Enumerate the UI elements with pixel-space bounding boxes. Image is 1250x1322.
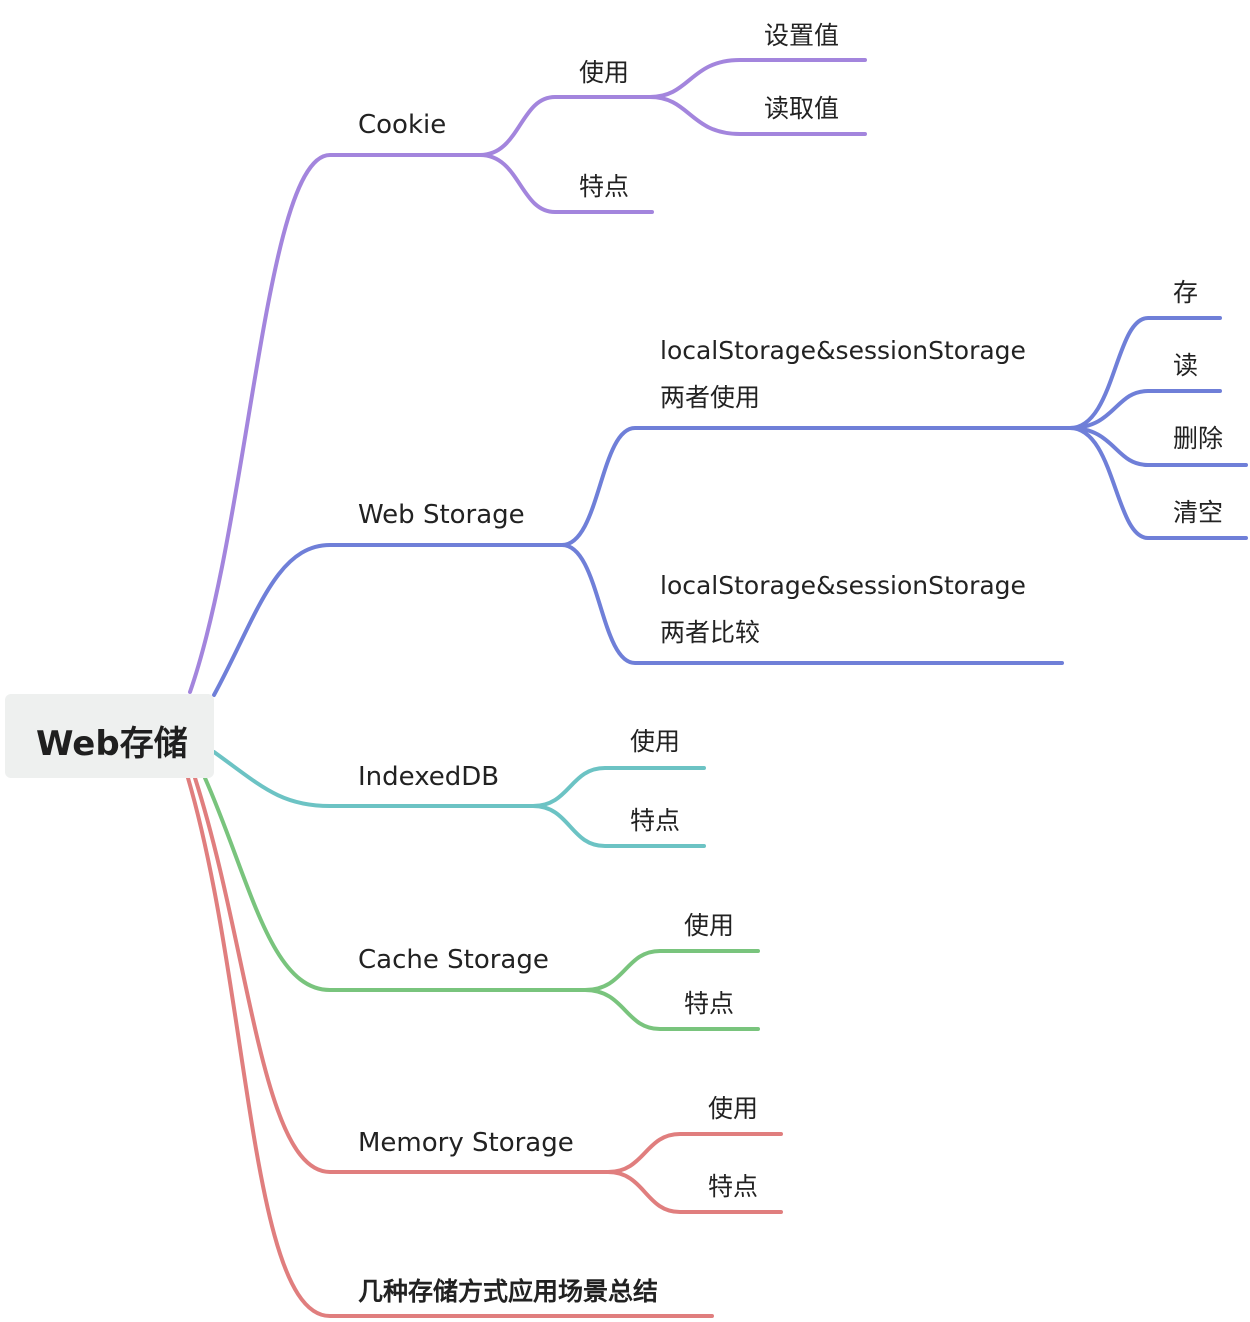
node-web-storage[interactable]: Web Storage <box>358 500 525 530</box>
webstorage-connectors <box>212 316 1248 697</box>
node-webstorage-clear[interactable]: 清空 <box>1173 498 1224 527</box>
node-webstorage-usage[interactable]: localStorage&sessionStorage 两者使用 <box>660 334 1026 415</box>
node-memory-storage[interactable]: Memory Storage <box>358 1128 574 1158</box>
node-indexeddb-features[interactable]: 特点 <box>630 806 681 835</box>
node-webstorage-usage-line1: localStorage&sessionStorage <box>660 336 1026 365</box>
node-cookie-get-value[interactable]: 读取值 <box>764 94 840 123</box>
node-cache-usage[interactable]: 使用 <box>684 911 735 940</box>
cookie-connectors <box>188 58 867 694</box>
node-cookie-set-value[interactable]: 设置值 <box>764 21 840 50</box>
summary-connectors <box>186 776 714 1318</box>
node-cookie-features[interactable]: 特点 <box>579 172 630 201</box>
node-webstorage-compare-line2: 两者比较 <box>660 618 761 647</box>
node-indexeddb[interactable]: IndexedDB <box>358 762 500 792</box>
node-webstorage-compare-line1: localStorage&sessionStorage <box>660 571 1026 600</box>
node-cache-features[interactable]: 特点 <box>684 989 735 1018</box>
indexeddb-connectors <box>212 750 706 848</box>
node-webstorage-store[interactable]: 存 <box>1173 278 1199 307</box>
node-indexeddb-usage[interactable]: 使用 <box>630 727 681 756</box>
node-cookie[interactable]: Cookie <box>358 110 447 140</box>
node-webstorage-read[interactable]: 读 <box>1173 351 1199 380</box>
node-cache-storage[interactable]: Cache Storage <box>358 945 549 975</box>
node-memory-features[interactable]: 特点 <box>708 1172 759 1201</box>
root-node[interactable] <box>5 694 214 778</box>
node-webstorage-delete[interactable]: 删除 <box>1173 424 1224 453</box>
node-webstorage-compare[interactable]: localStorage&sessionStorage 两者比较 <box>660 569 1026 650</box>
root-label: Web存储 <box>36 724 188 764</box>
cache-connectors <box>203 776 760 1031</box>
node-summary[interactable]: 几种存储方式应用场景总结 <box>358 1277 659 1306</box>
memory-connectors <box>193 776 783 1214</box>
node-memory-usage[interactable]: 使用 <box>708 1094 759 1123</box>
node-webstorage-usage-line2: 两者使用 <box>660 383 761 412</box>
node-cookie-usage[interactable]: 使用 <box>579 58 630 87</box>
